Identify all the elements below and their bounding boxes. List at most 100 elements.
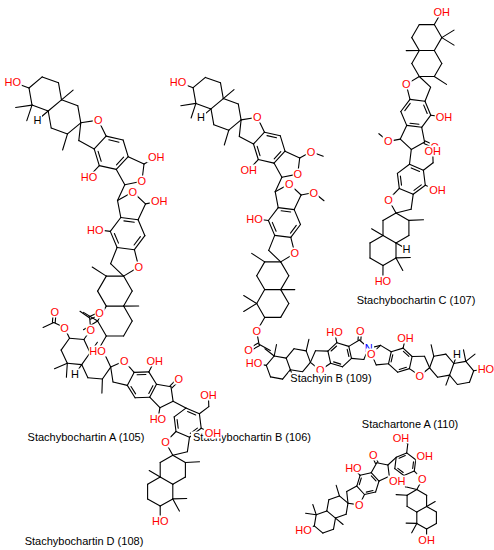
atom-label: HO bbox=[149, 414, 168, 425]
bond-line bbox=[185, 463, 186, 478]
bond-line bbox=[400, 176, 401, 185]
bond-line bbox=[92, 267, 106, 276]
bond-line bbox=[407, 506, 417, 512]
atom-label: O bbox=[290, 248, 301, 259]
atom-label: O bbox=[160, 437, 171, 448]
bond-line bbox=[357, 486, 365, 494]
bond-line bbox=[414, 185, 421, 191]
bond-line bbox=[450, 364, 454, 376]
bond-line bbox=[410, 149, 412, 164]
bond-line bbox=[407, 125, 422, 127]
bond-line bbox=[454, 361, 466, 363]
bond-line bbox=[127, 385, 135, 397]
bond-line bbox=[376, 364, 388, 365]
bond-line bbox=[274, 152, 281, 159]
bond-line bbox=[124, 276, 133, 291]
bond-line bbox=[265, 349, 274, 356]
bond-line bbox=[109, 140, 119, 142]
bond-line bbox=[306, 351, 310, 363]
bond-line bbox=[29, 77, 42, 88]
bond-line bbox=[135, 397, 150, 399]
bond-line bbox=[371, 473, 379, 481]
bond-line bbox=[205, 77, 220, 82]
bond-line bbox=[88, 378, 103, 379]
bond-line bbox=[254, 132, 265, 144]
bond-line bbox=[328, 343, 337, 351]
bond-line bbox=[266, 365, 270, 377]
bond-line bbox=[271, 377, 283, 379]
bond-line bbox=[425, 87, 431, 101]
bond-line bbox=[62, 100, 78, 106]
atom-label: O bbox=[251, 326, 262, 337]
atom-label: O bbox=[128, 187, 139, 198]
bond-line bbox=[257, 304, 265, 318]
bond-line bbox=[434, 77, 446, 85]
bond-line bbox=[316, 350, 328, 351]
bond-line bbox=[434, 354, 446, 356]
bond-line bbox=[349, 340, 360, 346]
bond-line bbox=[397, 164, 409, 173]
bond-line bbox=[405, 103, 410, 110]
bond-line bbox=[117, 248, 134, 250]
bond-line bbox=[466, 361, 474, 370]
bond-line bbox=[411, 194, 413, 209]
bond-line bbox=[150, 384, 157, 397]
atom-label: HO bbox=[245, 213, 264, 224]
bond-line bbox=[70, 338, 84, 339]
bond-line bbox=[101, 379, 103, 393]
atom-label: HO bbox=[294, 524, 313, 535]
bond-line bbox=[336, 485, 339, 496]
bond-line bbox=[258, 160, 274, 164]
atom-label: OH bbox=[239, 164, 258, 175]
bond-line bbox=[419, 77, 430, 88]
bond-line bbox=[187, 437, 189, 452]
bond-line bbox=[43, 323, 54, 328]
bond-line bbox=[160, 499, 173, 506]
bond-line bbox=[427, 506, 437, 512]
bond-line bbox=[409, 219, 424, 221]
bond-line bbox=[372, 229, 383, 236]
bond-line bbox=[94, 136, 106, 149]
bond-line bbox=[138, 204, 145, 220]
atom-label: HO bbox=[80, 171, 99, 182]
bond-line bbox=[398, 468, 403, 472]
bond-line bbox=[294, 210, 300, 225]
bond-line bbox=[410, 99, 425, 101]
atom-label: HO bbox=[169, 77, 188, 88]
bond-line bbox=[62, 90, 74, 100]
bond-line bbox=[377, 463, 388, 465]
bond-line bbox=[427, 502, 436, 507]
bond-line bbox=[396, 235, 409, 243]
bond-line bbox=[211, 99, 223, 109]
bond-line bbox=[48, 111, 51, 128]
bond-line bbox=[98, 151, 101, 161]
bond-line bbox=[328, 351, 331, 363]
bond-line bbox=[102, 367, 110, 379]
bond-line bbox=[172, 484, 173, 499]
bond-line bbox=[118, 185, 125, 201]
bond-line bbox=[294, 195, 301, 210]
bond-line bbox=[310, 351, 315, 363]
bond-line bbox=[396, 494, 407, 496]
bond-line bbox=[66, 363, 68, 377]
atom-label: O bbox=[252, 112, 263, 123]
bond-line bbox=[347, 349, 349, 356]
bond-line bbox=[268, 208, 278, 221]
bond-line bbox=[399, 367, 406, 369]
bond-line bbox=[281, 290, 289, 304]
bond-line bbox=[150, 397, 160, 408]
bond-line bbox=[286, 358, 290, 370]
bond-line bbox=[399, 188, 413, 194]
bond-line bbox=[291, 225, 301, 238]
atom-label: OH bbox=[416, 450, 435, 461]
bond-line bbox=[290, 370, 302, 372]
bond-line bbox=[223, 99, 238, 105]
bond-line bbox=[274, 163, 282, 177]
bond-line bbox=[436, 512, 437, 523]
bond-line bbox=[266, 356, 274, 365]
bond-line bbox=[407, 444, 408, 453]
bond-line bbox=[265, 261, 281, 262]
bond-line bbox=[111, 248, 118, 264]
bond-line bbox=[157, 384, 172, 387]
